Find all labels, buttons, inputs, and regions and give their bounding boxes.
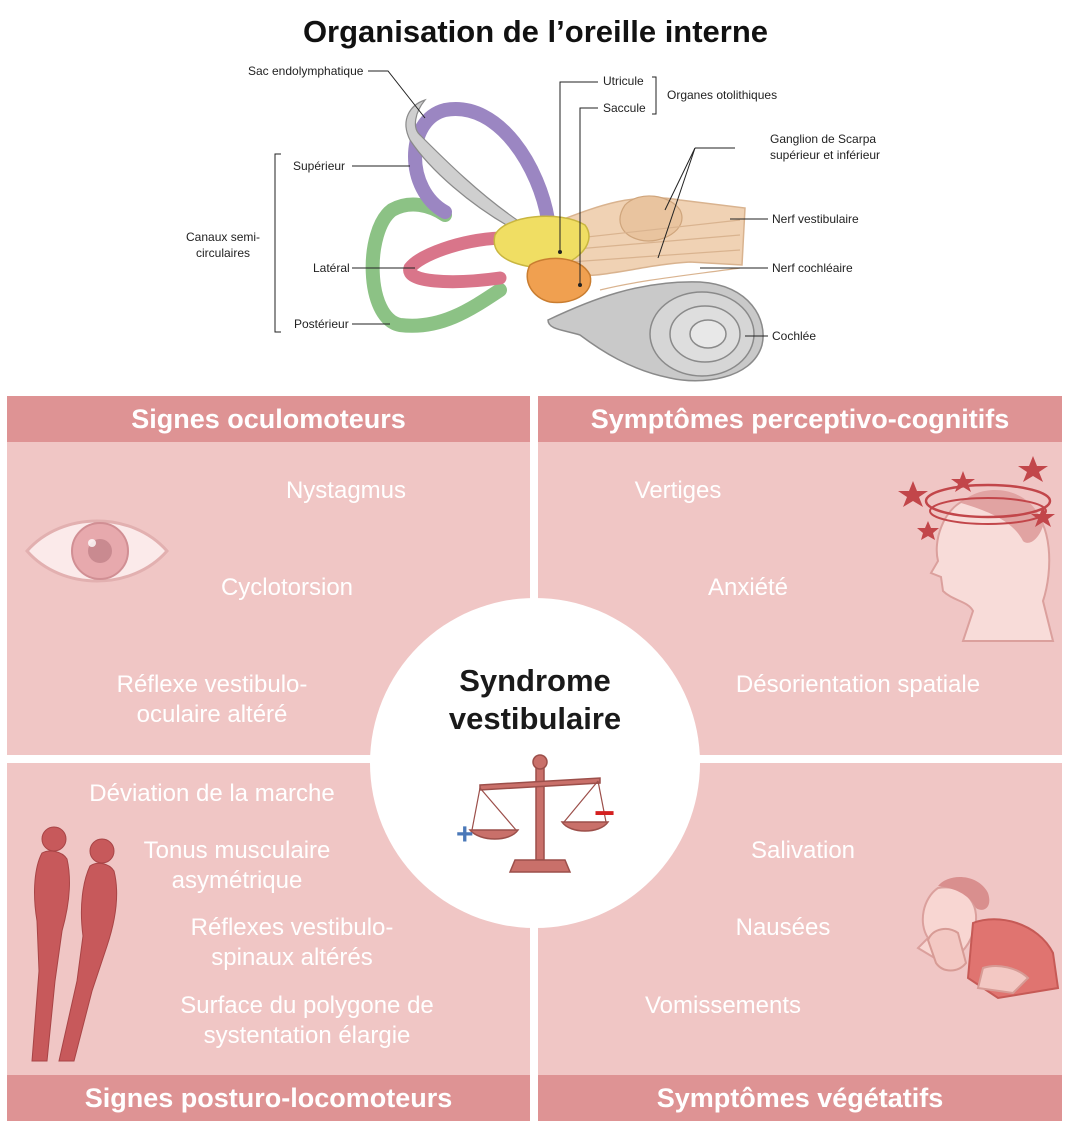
label-canaux-2: circulaires	[196, 246, 251, 260]
superior-canal	[408, 102, 555, 227]
posterior-canal	[365, 197, 507, 333]
label-cochlee: Cochlée	[772, 329, 817, 343]
item-cyclotorsion: Cyclotorsion	[220, 574, 354, 601]
label-superieur: Supérieur	[293, 159, 346, 173]
lateral-canal	[403, 231, 507, 289]
label-sac-endolymphatique: Sac endolymphatique	[248, 64, 364, 78]
item-polygone-1: Surface du polygone de	[180, 992, 434, 1019]
item-deviation-marche: Déviation de la marche	[89, 780, 335, 807]
page-title: Organisation de l’oreille interne	[302, 14, 769, 49]
label-ganglion-scarpa-1: Ganglion de Scarpa	[770, 132, 877, 146]
item-reflexes-vs-2: spinaux altérés	[211, 944, 373, 971]
label-posterieur: Postérieur	[294, 317, 349, 331]
center-title: Syndrome vestibulaire	[370, 662, 700, 738]
eye-icon	[25, 519, 169, 583]
item-nausees: Nausées	[735, 914, 831, 941]
label-nerf-vestibulaire: Nerf vestibulaire	[772, 212, 859, 226]
label-canaux-1: Canaux semi-	[186, 230, 261, 244]
inner-ear-diagram: Sac endolymphatique Utricule Saccule Org…	[0, 0, 1071, 390]
center-circle: Syndrome vestibulaire + −	[370, 598, 700, 928]
quadrant-title: Signes oculomoteurs	[7, 396, 530, 442]
item-anxiete: Anxiété	[707, 574, 789, 601]
saccule-shape	[526, 257, 592, 304]
leader-lines	[274, 70, 768, 337]
label-lateral: Latéral	[313, 261, 350, 275]
balance-scale-icon	[468, 754, 610, 873]
center-title-line2: vestibulaire	[448, 701, 622, 736]
nauseous-person-icon	[916, 876, 1060, 1000]
inner-ear-illustration	[274, 70, 768, 382]
label-utricule: Utricule	[603, 74, 644, 88]
walking-figures-icon	[31, 826, 118, 1062]
label-nerf-cochleaire: Nerf cochléaire	[772, 261, 853, 275]
item-vomissements: Vomissements	[644, 992, 802, 1019]
quadrant-vegetatifs: Salivation Nausées Vomissements Symptôme…	[538, 763, 1062, 1121]
label-organes-otolithiques: Organes otolithiques	[667, 88, 778, 102]
quadrant-title: Symptômes perceptivo-cognitifs	[538, 396, 1062, 442]
item-vertiges: Vertiges	[634, 477, 722, 504]
center-title-line1: Syndrome	[459, 663, 611, 698]
utricle-shape	[493, 215, 590, 269]
label-ganglion-scarpa-2: supérieur et inférieur	[770, 148, 881, 162]
plus-sign: +	[456, 818, 474, 851]
item-reflexes-vs-1: Réflexes vestibulo-	[190, 914, 394, 941]
quadrant-title: Symptômes végétatifs	[538, 1075, 1062, 1121]
label-saccule: Saccule	[603, 101, 646, 115]
minus-sign: −	[594, 792, 616, 833]
cochlea-turn-inner	[689, 319, 727, 349]
item-salivation: Salivation	[750, 837, 856, 864]
item-tonus-2: asymétrique	[171, 867, 303, 894]
item-tonus-1: Tonus musculaire	[143, 837, 331, 864]
item-reflexe-vo-1: Réflexe vestibulo-	[116, 671, 308, 698]
item-polygone-2: systentation élargie	[203, 1022, 411, 1049]
item-reflexe-vo-2: oculaire altéré	[136, 701, 288, 728]
item-nystagmus: Nystagmus	[285, 477, 407, 504]
dizzy-head-icon	[898, 456, 1055, 642]
quadrant-title: Signes posturo-locomoteurs	[7, 1075, 530, 1121]
item-desorientation: Désorientation spatiale	[735, 671, 981, 698]
nerve-fibers	[559, 219, 741, 291]
